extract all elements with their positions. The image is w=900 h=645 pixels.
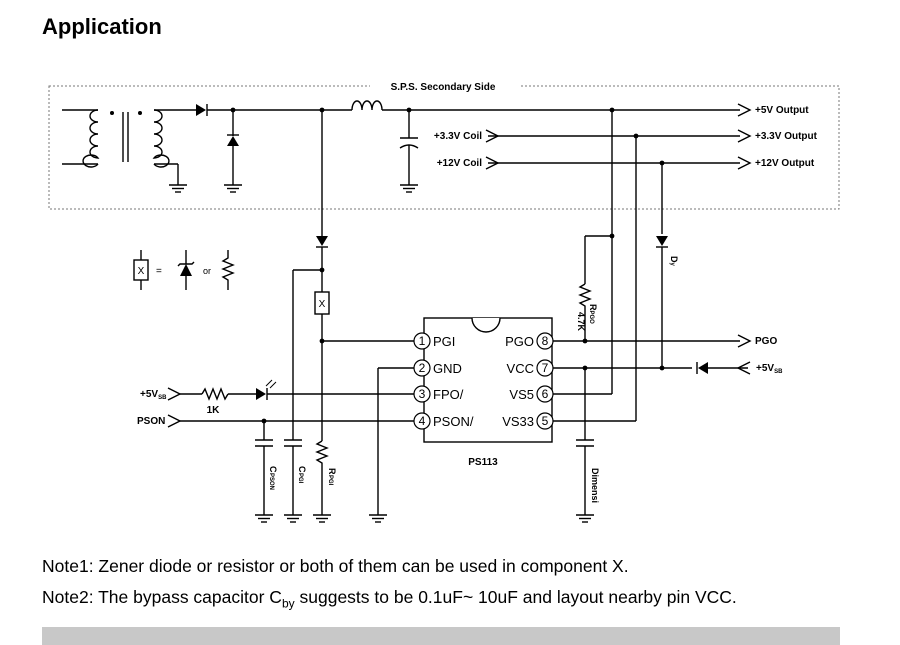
legend-equals: = xyxy=(156,266,162,277)
rectifier-diode xyxy=(196,104,208,116)
freewheel-diode xyxy=(227,134,239,146)
transformer xyxy=(62,109,196,193)
svg-text:PGI: PGI xyxy=(433,334,455,349)
filter-capacitor xyxy=(399,110,419,193)
svg-text:GND: GND xyxy=(433,361,462,376)
svg-text:7: 7 xyxy=(542,361,549,375)
svg-text:VCC: VCC xyxy=(507,361,534,376)
svg-text:PSON: PSON xyxy=(268,473,274,490)
pgo-label: PGO xyxy=(755,336,777,347)
chip-pin-3: 3 FPO/ xyxy=(413,385,464,403)
coil-3v3-label: +3.3V Coil xyxy=(434,131,482,142)
output-5v-label: +5V Output xyxy=(755,105,809,116)
page-heading: Application xyxy=(42,14,162,39)
svg-text:PSON/: PSON/ xyxy=(433,414,474,429)
svg-text:3: 3 xyxy=(419,387,426,401)
svg-text:PGI: PGI xyxy=(327,475,333,486)
svg-text:VS5: VS5 xyxy=(509,387,534,402)
svg-text:PGO: PGO xyxy=(505,334,534,349)
footer-bar xyxy=(42,627,840,645)
svg-text:R: R xyxy=(327,468,337,475)
svg-text:VS33: VS33 xyxy=(502,414,534,429)
chip-pin-4: 4 PSON/ xyxy=(413,412,474,430)
svg-text:Dimensi: Dimensi xyxy=(590,468,600,503)
vsb-diode xyxy=(696,362,708,374)
bypass-capacitor: Dimensi xyxy=(575,368,600,523)
pson-label: PSON xyxy=(137,416,165,427)
c-pson-capacitor: C PSON xyxy=(254,421,278,523)
output-inductor xyxy=(351,100,383,111)
note-2: Note2: The bypass capacitor Cby suggests… xyxy=(42,587,737,611)
indicator-led xyxy=(256,379,277,400)
svg-text:5: 5 xyxy=(542,414,549,428)
ps113-chip xyxy=(423,317,553,443)
svg-text:C: C xyxy=(297,466,307,473)
svg-text:8: 8 xyxy=(542,334,549,348)
dy-diode: Dy xyxy=(656,236,679,368)
r-pgo-value: 4.7K xyxy=(576,312,586,332)
output-3v3-label: +3.3V Output xyxy=(755,131,818,142)
c-pgi-capacitor: C PGI xyxy=(283,439,307,523)
svg-text:4: 4 xyxy=(419,414,426,428)
svg-text:Dy: Dy xyxy=(669,256,679,267)
svg-text:C: C xyxy=(268,466,278,473)
coil-12v-label: +12V Coil xyxy=(437,158,483,169)
svg-text:PGI: PGI xyxy=(297,473,303,484)
chip-pin-8: 8 PGO xyxy=(505,332,554,350)
r-led-label: 1K xyxy=(207,405,221,416)
legend-or: or xyxy=(203,266,211,276)
chip-pin-7: 7 VCC xyxy=(507,359,554,377)
vsb-left-label: +5VSB xyxy=(140,389,167,401)
svg-text:X: X xyxy=(319,299,326,310)
component-x-legend: X = or xyxy=(133,250,235,290)
box-title: S.P.S. Secondary Side xyxy=(391,82,496,93)
svg-text:2: 2 xyxy=(419,361,426,375)
output-12v-label: +12V Output xyxy=(755,158,815,169)
vsb-right-label: +5VSB xyxy=(756,363,783,375)
chip-name: PS113 xyxy=(468,457,498,468)
svg-text:1: 1 xyxy=(419,334,426,348)
note-1: Note1: Zener diode or resistor or both o… xyxy=(42,556,629,576)
secondary-side-box xyxy=(48,85,840,210)
chip-pin-5: 5 VS33 xyxy=(502,412,554,430)
chip-pin-2: 2 GND xyxy=(413,359,462,377)
svg-text:X: X xyxy=(138,266,145,277)
svg-text:FPO/: FPO/ xyxy=(433,387,464,402)
chip-pin-1: 1 PGI xyxy=(413,332,455,350)
svg-text:6: 6 xyxy=(542,387,549,401)
chip-pin-6: 6 VS5 xyxy=(509,385,554,403)
r-pgo-label: RPGO xyxy=(588,304,598,324)
